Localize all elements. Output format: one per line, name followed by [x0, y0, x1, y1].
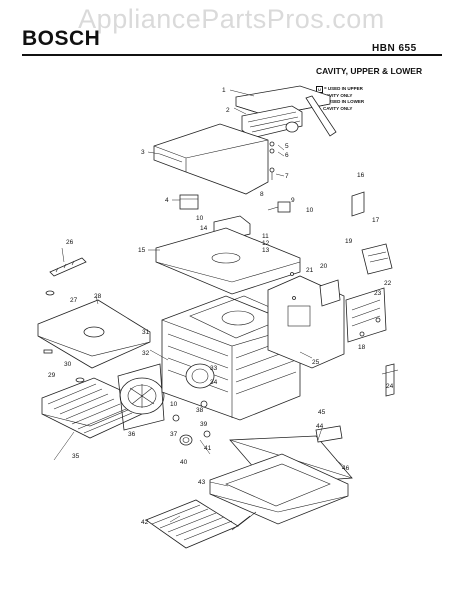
part-label: 45	[318, 409, 326, 416]
part-label: 27	[70, 297, 78, 304]
part-label: 14	[200, 225, 208, 232]
part-label: 26	[66, 239, 74, 246]
part-label: 19	[345, 238, 353, 245]
watermark: AppliancePartsPros.com	[78, 4, 385, 34]
part-label: 17	[372, 217, 380, 224]
part-label: 1	[222, 87, 226, 94]
part-label: 33	[210, 365, 218, 372]
header-rule	[22, 54, 442, 56]
part-label: 3	[141, 149, 145, 156]
part-label: 8	[260, 191, 264, 198]
part-side-brackets	[319, 191, 393, 343]
part-label: 20	[320, 263, 328, 270]
part-label: 25	[312, 359, 320, 366]
part-oven-rack	[41, 377, 143, 439]
part-bottom-panel	[209, 453, 349, 525]
part-door-glass	[37, 299, 151, 369]
legend-lower-text-1: = USED IN LOWER	[324, 99, 365, 104]
part-label: 6	[285, 152, 289, 159]
part-label: 41	[204, 445, 212, 452]
part-label: 40	[180, 459, 188, 466]
part-label: 5	[285, 143, 289, 150]
part-label: 7	[285, 173, 289, 180]
part-label: 10	[170, 401, 178, 408]
legend-upper-text-2: CAVITY ONLY	[323, 93, 353, 98]
part-label: 28	[94, 293, 102, 300]
part-label: 32	[142, 350, 150, 357]
part-label: 35	[72, 453, 80, 460]
part-label: 12	[262, 240, 270, 247]
part-label: 42	[141, 519, 149, 526]
part-label: 9	[291, 197, 295, 204]
part-label: 23	[374, 290, 382, 297]
part-label: 29	[48, 372, 56, 379]
part-label: 13	[262, 247, 270, 254]
part-cavity-top	[155, 227, 301, 295]
part-label: 11	[262, 233, 269, 240]
legend-upper-text-1: = USED IN UPPER	[324, 86, 363, 91]
part-transformer	[179, 194, 199, 210]
part-number-labels: 1 2 3 4 5 6 7 8 9 10 10 10 11 12 13 14 1…	[48, 87, 394, 526]
part-label: 16	[357, 172, 365, 179]
part-label: 39	[200, 421, 208, 428]
part-label: 30	[64, 361, 72, 368]
part-label: 31	[142, 329, 150, 336]
part-label: 4	[165, 197, 169, 204]
model-number: HBN 655	[372, 43, 417, 54]
part-hinge-bracket	[45, 257, 87, 296]
part-bake-element	[145, 499, 257, 549]
part-small-fittings	[172, 400, 211, 446]
part-label: 38	[196, 407, 204, 414]
part-label: 43	[198, 479, 206, 486]
part-fan-assembly	[241, 105, 303, 139]
part-label: 2	[226, 107, 230, 114]
part-clip-29	[43, 349, 53, 354]
part-hinge-24	[381, 363, 399, 397]
part-fan-blade	[75, 377, 85, 383]
legend-lower-text-2: CAVITY ONLY	[323, 106, 353, 111]
section-title: CAVITY, UPPER & LOWER	[316, 66, 423, 76]
part-label: 18	[358, 344, 366, 351]
part-convection-fan	[117, 363, 165, 431]
part-label: 10	[306, 207, 314, 214]
brand-logo: BOSCH	[22, 27, 101, 50]
part-label: 24	[386, 383, 394, 390]
part-label: 15	[138, 247, 146, 254]
part-oven-cavity	[161, 295, 301, 421]
part-label: 37	[170, 431, 178, 438]
part-label: 21	[306, 267, 314, 274]
part-screws-upper	[269, 141, 275, 180]
leader-lines	[53, 89, 345, 523]
part-label: 34	[210, 379, 218, 386]
part-top-panel	[153, 123, 269, 195]
part-label: 36	[128, 431, 136, 438]
part-label: 46	[342, 465, 350, 472]
part-label: 10	[196, 215, 204, 222]
part-label: 22	[384, 280, 392, 287]
part-label: 44	[316, 423, 324, 430]
part-switch-9	[267, 201, 291, 213]
